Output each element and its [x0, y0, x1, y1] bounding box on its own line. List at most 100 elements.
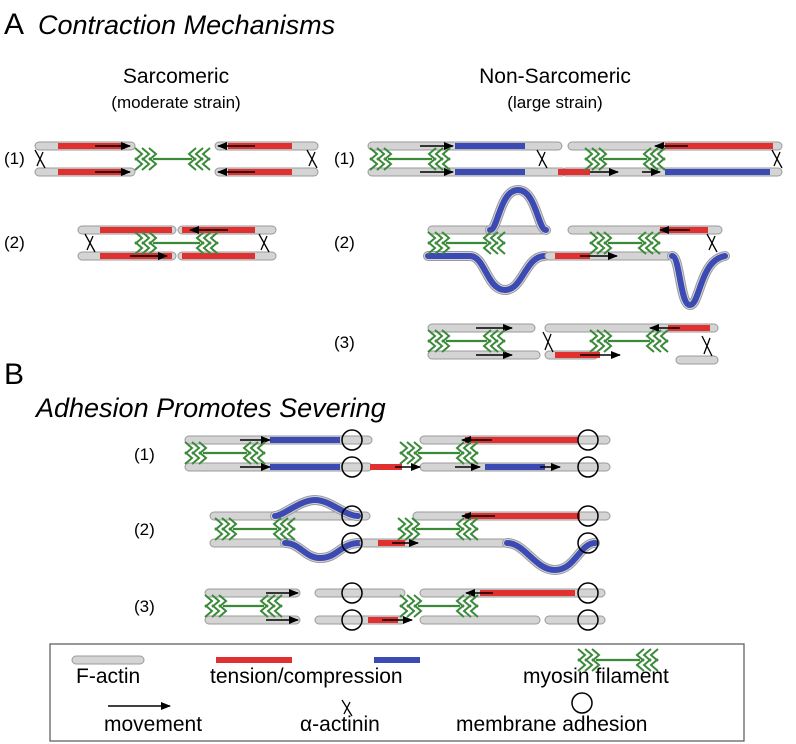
- adh-step-1-label: (1): [134, 445, 155, 464]
- myosin-head: [637, 231, 647, 245]
- myosin-head: [441, 339, 451, 353]
- tension-segment: [555, 352, 600, 358]
- membrane-adhesion: [341, 532, 363, 554]
- myosin-head: [194, 157, 204, 171]
- myosin-head: [455, 451, 465, 465]
- legend-box: [49, 643, 745, 742]
- compression-segment: [485, 464, 545, 470]
- myosin-head: [272, 517, 282, 531]
- legend-myosin-label: myosin filament: [523, 665, 669, 688]
- myosin-head: [598, 157, 608, 171]
- myosin-head: [598, 147, 608, 161]
- tension-segment: [558, 169, 590, 175]
- compression-segment: [374, 657, 420, 663]
- myosin-head: [148, 231, 158, 245]
- alpha-actinin: [258, 233, 270, 253]
- myosin-head: [376, 157, 386, 171]
- myosin-head: [649, 157, 659, 171]
- myosin-head: [489, 339, 499, 353]
- myosin-head: [642, 147, 652, 161]
- myosin-head: [434, 157, 444, 171]
- tension-segment: [555, 253, 590, 259]
- myosin-head: [603, 241, 613, 255]
- myosin-head: [202, 241, 212, 255]
- myosin-head: [279, 517, 289, 531]
- tension-segment: [465, 513, 580, 519]
- non-sarcomeric-subtitle: (large strain): [507, 93, 602, 112]
- myosin-head: [441, 329, 451, 343]
- myosin-head: [469, 441, 479, 455]
- myosin-head: [204, 594, 214, 608]
- tension-segment: [465, 437, 578, 443]
- myosin-head: [649, 147, 659, 161]
- myosin-head: [406, 441, 416, 455]
- myosin-head: [469, 594, 479, 608]
- f-actin-filament: [544, 615, 606, 625]
- myosin-head: [635, 648, 645, 662]
- alpha-actinin: [306, 149, 318, 169]
- myosin-head: [596, 329, 606, 343]
- tension-segment: [58, 169, 125, 175]
- myosin-head: [482, 339, 492, 353]
- tension-segment: [480, 590, 575, 596]
- myosin-head: [201, 147, 211, 161]
- myosin-head: [406, 604, 416, 618]
- myosin-head: [434, 231, 444, 245]
- compression-segment: [669, 253, 728, 309]
- myosin-head: [441, 231, 451, 245]
- alpha-actinin: [706, 233, 718, 253]
- myosin-head: [591, 648, 601, 662]
- myosin-head: [644, 241, 654, 255]
- myosin-head: [141, 157, 151, 171]
- myosin-head: [489, 329, 499, 343]
- membrane-adhesion: [577, 609, 599, 631]
- myosin-head: [469, 451, 479, 465]
- myosin-head: [413, 441, 423, 455]
- membrane-adhesion: [577, 456, 599, 478]
- myosin-head: [134, 157, 144, 171]
- tension-segment: [228, 169, 292, 175]
- membrane-adhesion: [341, 609, 363, 631]
- myosin-head: [584, 147, 594, 161]
- myosin-head: [148, 241, 158, 255]
- myosin-head: [496, 339, 506, 353]
- myosin-head: [259, 604, 269, 618]
- myosin-head: [242, 441, 252, 455]
- myosin-head: [434, 329, 444, 343]
- tension-segment: [216, 657, 292, 663]
- myosin-head: [184, 441, 194, 455]
- myosin-head: [596, 231, 606, 245]
- membrane-adhesion: [571, 692, 593, 714]
- myosin-head: [591, 658, 601, 672]
- myosin-head: [589, 241, 599, 255]
- myosin-head: [603, 231, 613, 245]
- sarc-step-1-label: (1): [4, 149, 25, 168]
- myosin-head: [249, 451, 259, 465]
- myosin-head: [187, 147, 197, 161]
- myosin-head: [652, 329, 662, 343]
- myosin-head: [591, 157, 601, 171]
- compression-segment: [504, 540, 598, 574]
- f-actin-filament: [71, 655, 145, 665]
- tension-segment: [58, 143, 125, 149]
- myosin-head: [469, 527, 479, 541]
- myosin-head: [496, 329, 506, 343]
- myosin-head: [411, 517, 421, 531]
- myosin-head: [195, 231, 205, 245]
- myosin-head: [148, 147, 158, 161]
- myosin-head: [596, 241, 606, 255]
- myosin-head: [399, 451, 409, 465]
- alpha-actinin: [34, 149, 46, 169]
- compression-segment: [282, 540, 363, 562]
- myosin-head: [651, 231, 661, 245]
- membrane-adhesion: [577, 532, 599, 554]
- myosin-head: [221, 527, 231, 541]
- myosin-head: [469, 604, 479, 618]
- myosin-head: [259, 594, 269, 608]
- myosin-head: [404, 517, 414, 531]
- myosin-head: [649, 658, 659, 672]
- nonsarc-step-2-label: (2): [334, 233, 355, 252]
- myosin-head: [482, 329, 492, 343]
- myosin-head: [589, 339, 599, 353]
- myosin-head: [455, 604, 465, 618]
